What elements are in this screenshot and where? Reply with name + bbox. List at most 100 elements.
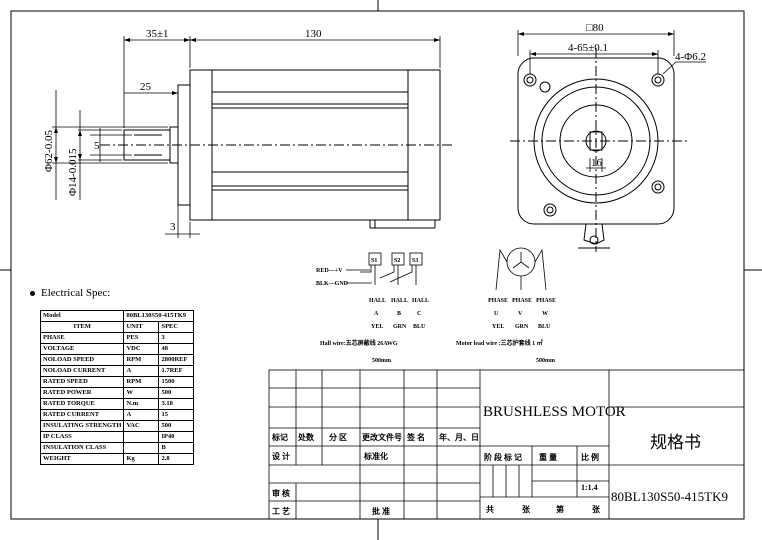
- review-label: 审 核: [272, 488, 290, 498]
- dim-hole-spacing: 4-65±0.1: [568, 42, 608, 54]
- rev-header-sign: 签 名: [406, 432, 425, 442]
- design-label: 设 计: [272, 451, 290, 461]
- dim-key-depth: 16: [591, 157, 603, 169]
- spec-value: 500: [158, 420, 195, 432]
- hall-connector-s2: S2: [394, 258, 400, 264]
- hall-connector-s3: S3: [412, 258, 418, 264]
- hall-color-b: GRN: [393, 324, 407, 330]
- spec-item: RATED CURRENT: [39, 409, 125, 421]
- hall-name-a: HALL: [369, 298, 386, 304]
- spec-heading: Electrical Spec:: [30, 287, 110, 299]
- model-value: 80BL130S50-415TK9: [123, 310, 195, 322]
- part-number: 80BL130S50-415TK9: [611, 489, 728, 504]
- spec-item: INSULATING STRENGTH: [39, 420, 125, 432]
- sheet-unit-label: 张: [592, 505, 601, 514]
- spec-unit: RPM: [123, 354, 160, 366]
- hall-letter-c: C: [417, 311, 421, 317]
- dim-flange-square: □80: [586, 22, 604, 34]
- spec-value: IP40: [158, 431, 195, 443]
- scale-label: 比 例: [581, 452, 599, 462]
- hall-name-c: HALL: [412, 298, 429, 304]
- spec-value: 2800REF: [158, 354, 195, 366]
- spec-value: 1500: [158, 376, 195, 388]
- sheets-label: 张: [522, 505, 531, 514]
- rev-header-count: 处数: [297, 432, 315, 442]
- spec-item: NOLOAD SPEED: [39, 354, 125, 366]
- hall-plus-label: RED—+V: [316, 268, 343, 274]
- sheet-no-label: 第: [556, 504, 564, 514]
- phase-color-v: GRN: [515, 324, 529, 330]
- rev-header-doc: 更改文件号: [362, 432, 402, 442]
- spec-item: RATED SPEED: [39, 376, 125, 388]
- spec-unit: A: [123, 365, 160, 377]
- spec-item: IP CLASS: [39, 431, 125, 443]
- spec-unit: VAC: [123, 420, 160, 432]
- phase-name-v: PHASE: [512, 298, 532, 304]
- hall-color-c: BLU: [413, 324, 426, 330]
- spec-value: 15: [158, 409, 195, 421]
- side-view: [100, 69, 455, 229]
- total-label: 共: [486, 504, 494, 514]
- dim-body-length: 130: [305, 28, 322, 40]
- rev-header-date: 年、月、日: [439, 432, 479, 442]
- dim-flange-offset: 25: [140, 81, 152, 93]
- spec-value: 1.7REF: [158, 365, 195, 377]
- spec-unit: VDC: [123, 343, 160, 355]
- spec-item: RATED POWER: [39, 387, 125, 399]
- phase-letter-w: W: [542, 311, 548, 317]
- col-header-spec: SPEC: [158, 321, 195, 333]
- process-label: 工 艺: [272, 506, 290, 516]
- spec-unit: A: [123, 409, 160, 421]
- dim-flange-thickness: 3: [170, 221, 176, 233]
- bullet-icon: [30, 290, 35, 296]
- spec-model-row: Model 80BL130S50-415TK9: [39, 310, 195, 322]
- spec-unit: N.m: [123, 398, 160, 410]
- col-header-item: ITEM: [39, 321, 125, 333]
- hall-wiring: [346, 252, 423, 285]
- spec-value: B: [158, 442, 195, 454]
- phase-color-w: BLU: [538, 324, 551, 330]
- phase-color-u: YEL: [492, 324, 504, 330]
- model-label: Model: [39, 310, 125, 322]
- spec-item: INSULATION CLASS: [39, 442, 125, 454]
- spec-item: PHASE: [39, 332, 125, 344]
- motor-wire-note: Motor lead wire :三芯护套线 1 ㎡: [456, 339, 543, 347]
- spec-unit: [123, 431, 160, 443]
- phase-letter-u: U: [494, 311, 499, 317]
- spec-item: NOLOAD CURRENT: [39, 365, 125, 377]
- hall-letter-a: A: [374, 311, 379, 317]
- spec-unit: Kg: [123, 453, 160, 465]
- front-view: [510, 48, 690, 252]
- approve-label: 批 准: [372, 506, 390, 516]
- dim-key-width: 5: [94, 140, 100, 152]
- spec-unit: PES: [123, 332, 160, 344]
- title-block: [268, 369, 745, 520]
- rev-header-mark: 标记: [271, 432, 288, 442]
- hall-name-b: HALL: [391, 298, 408, 304]
- spec-item: WEIGHT: [39, 453, 125, 465]
- hall-connector-s1: S1: [371, 258, 377, 264]
- spec-unit: RPM: [123, 376, 160, 388]
- hall-wire-length: 500mm: [372, 358, 391, 364]
- spec-value: 48: [158, 343, 195, 355]
- motor-wiring: [495, 247, 547, 291]
- spec-value: 3.18: [158, 398, 195, 410]
- dim-spigot-dia: Φ62-0.05: [43, 130, 55, 172]
- spec-unit: W: [123, 387, 160, 399]
- weight-label: 重 量: [539, 452, 557, 462]
- rev-header-zone: 分 区: [329, 432, 347, 442]
- phase-name-w: PHASE: [536, 298, 556, 304]
- spec-value: 3: [158, 332, 195, 344]
- spec-table: Model 80BL130S50-415TK9 ITEM UNIT SPEC P…: [39, 310, 195, 465]
- spec-item: VOLTAGE: [39, 343, 125, 355]
- spec-value: 500: [158, 387, 195, 399]
